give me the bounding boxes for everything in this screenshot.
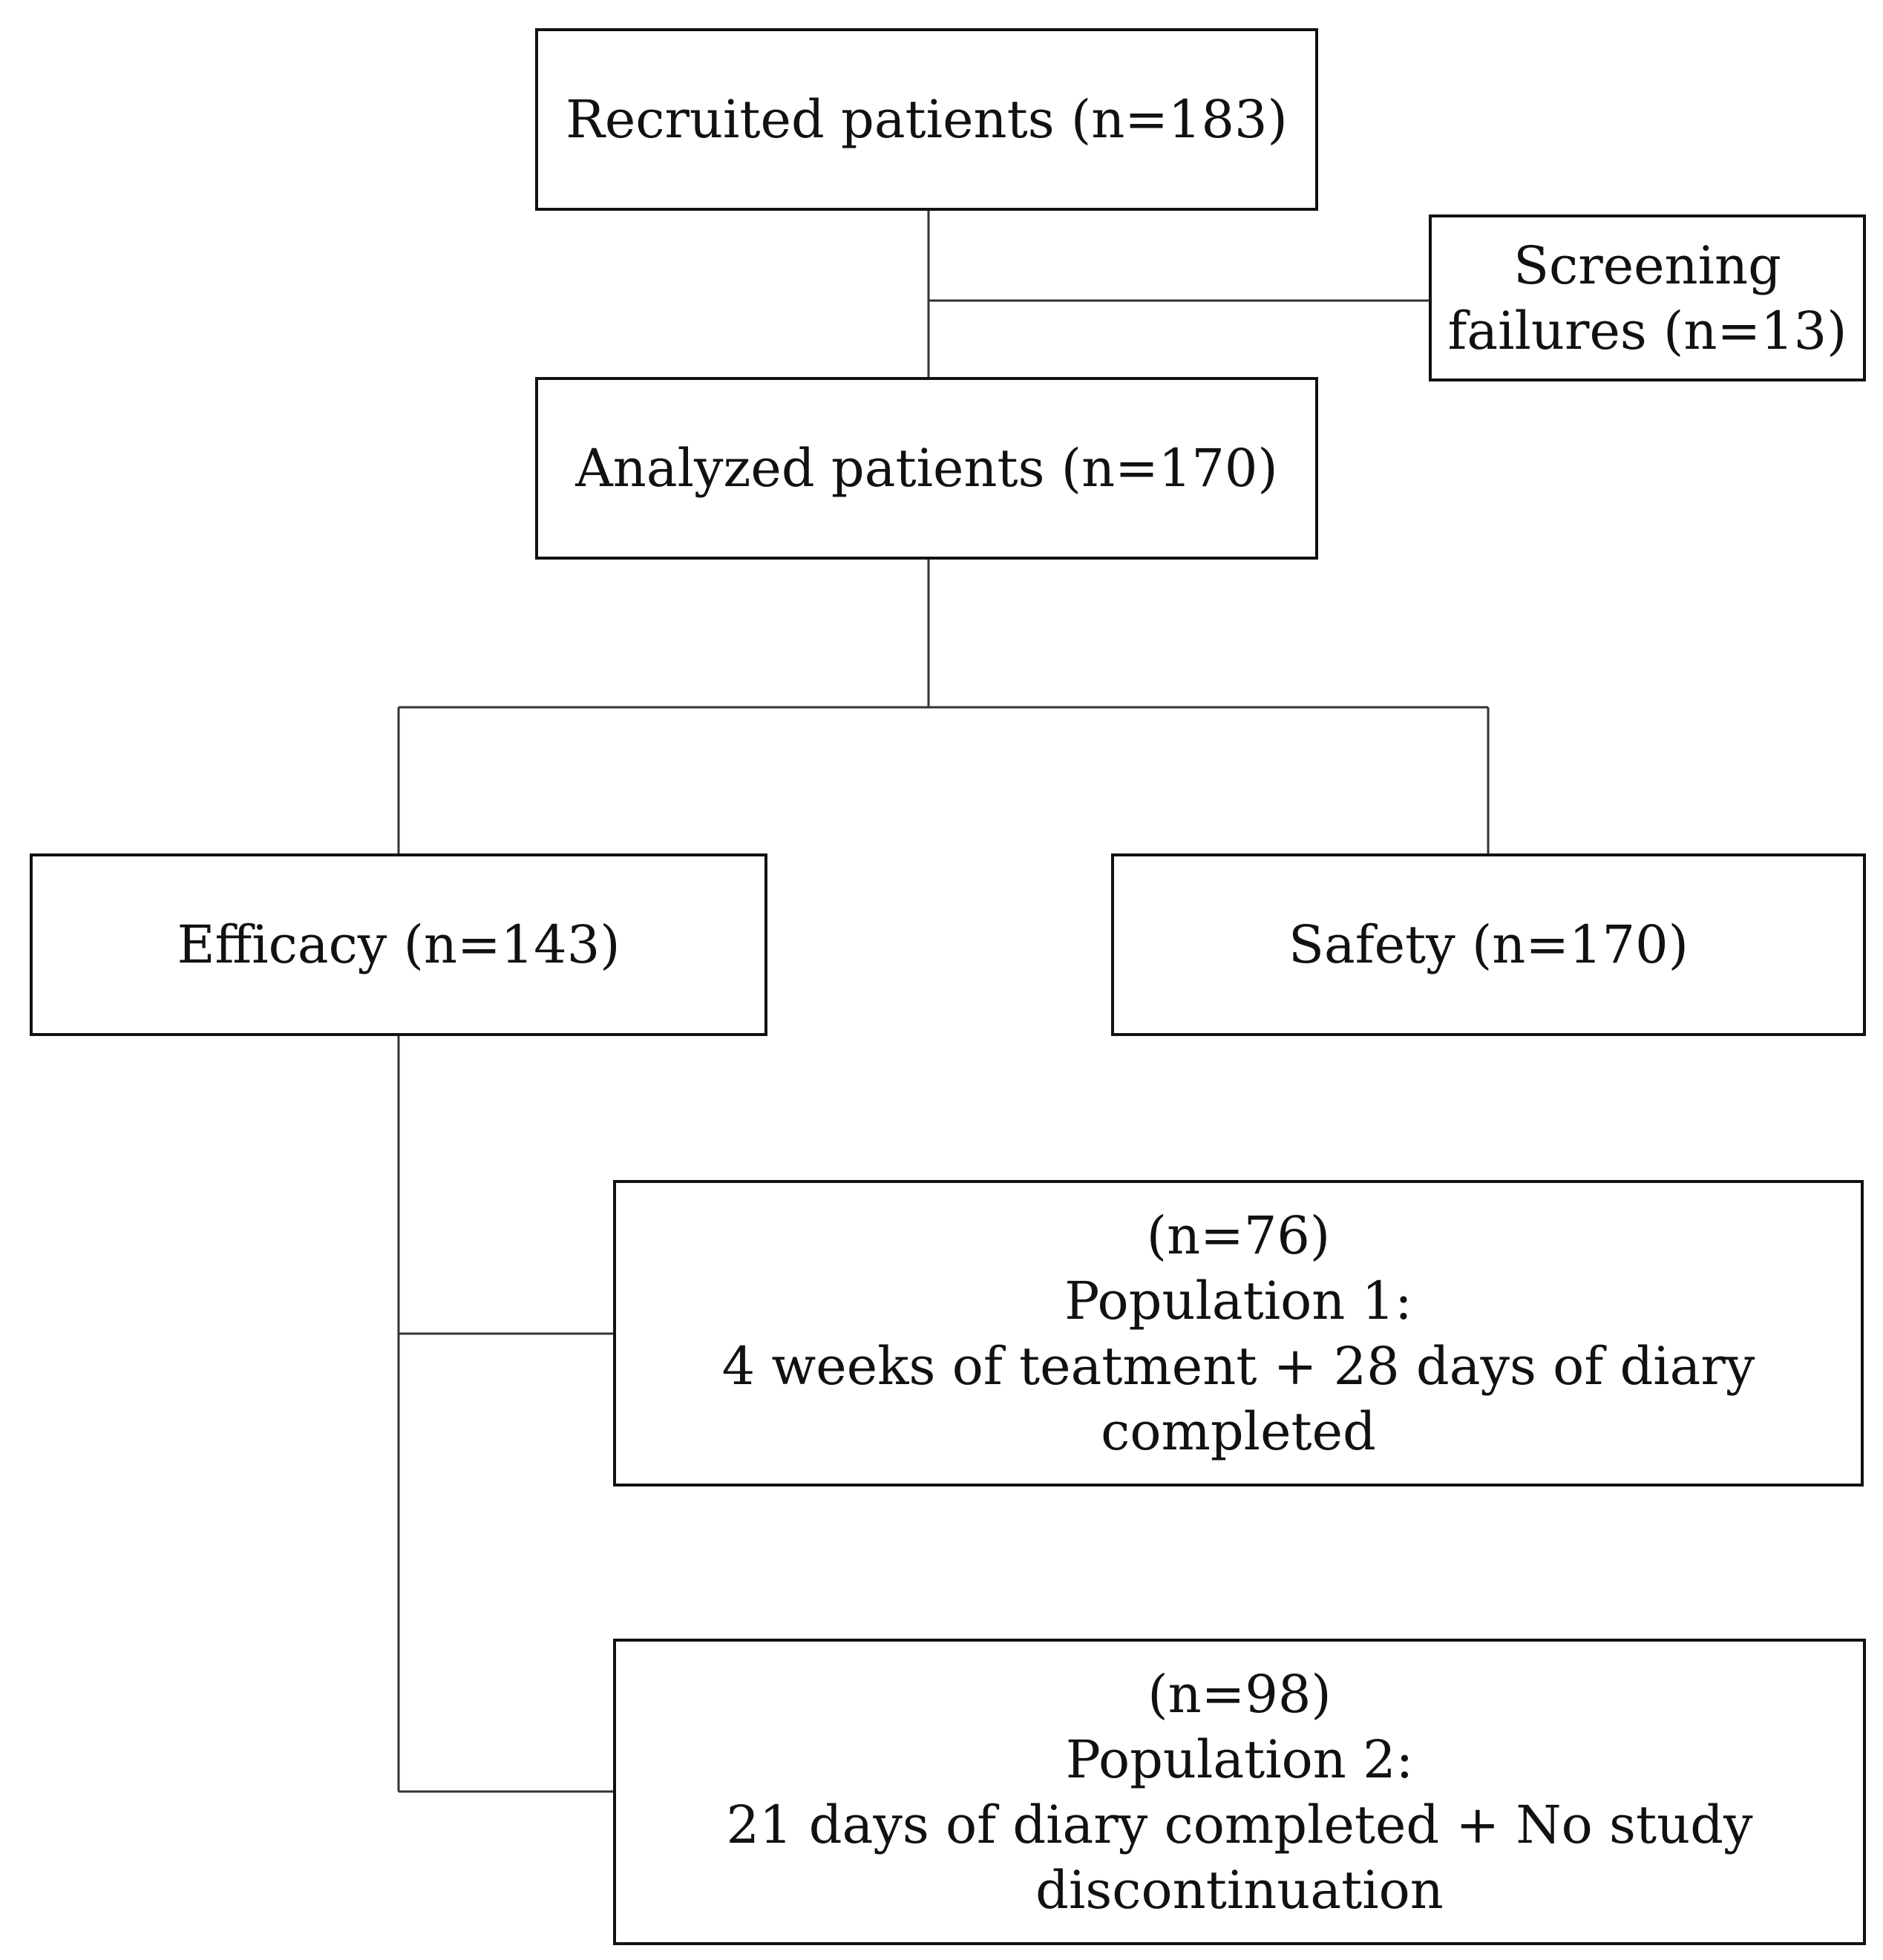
population2-title: Population 2: [1065, 1728, 1414, 1790]
population2-description-line2: discontinuation [1035, 1859, 1444, 1921]
screening-failures-line1: Screening [1513, 235, 1781, 296]
recruited-patients-label: Recruited patients (n=183) [566, 89, 1288, 150]
population1-description-line2: completed [1101, 1400, 1376, 1462]
screening-failures-line2: failures (n=13) [1447, 300, 1847, 361]
population2-description-line1: 21 days of diary completed + No study [726, 1794, 1753, 1855]
population2-count: (n=98) [1147, 1663, 1332, 1725]
recruited-patients-box: Recruited patients (n=183) [535, 28, 1318, 211]
population1-description-line1: 4 weeks of teatment + 28 days of diary [721, 1335, 1755, 1397]
safety-label: Safety (n=170) [1288, 914, 1689, 975]
population1-box: (n=76) Population 1: 4 weeks of teatment… [613, 1180, 1864, 1487]
population2-box: (n=98) Population 2: 21 days of diary co… [613, 1639, 1866, 1945]
screening-failures-box: Screening failures (n=13) [1429, 214, 1866, 381]
analyzed-patients-label: Analyzed patients (n=170) [575, 438, 1278, 499]
efficacy-label: Efficacy (n=143) [177, 914, 620, 975]
efficacy-box: Efficacy (n=143) [30, 853, 767, 1036]
population1-count: (n=76) [1146, 1204, 1331, 1266]
safety-box: Safety (n=170) [1111, 853, 1866, 1036]
analyzed-patients-box: Analyzed patients (n=170) [535, 377, 1318, 560]
population1-title: Population 1: [1064, 1270, 1412, 1331]
